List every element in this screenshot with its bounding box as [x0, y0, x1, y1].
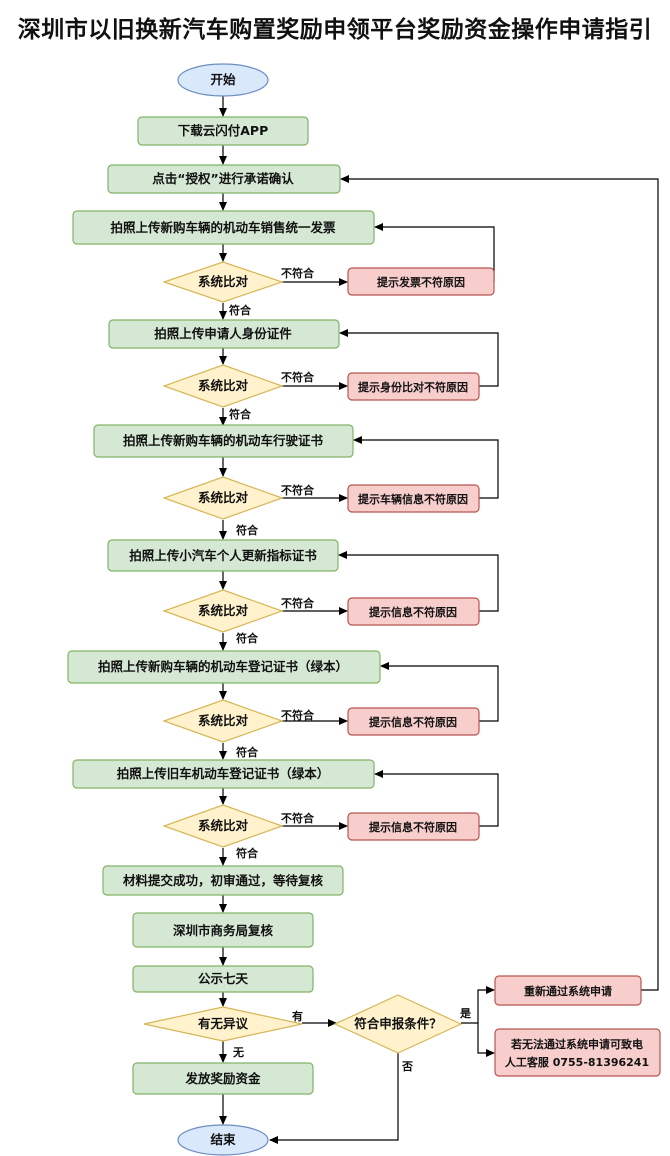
reason-id: 提示身份比对不符原因	[347, 372, 480, 401]
no-objection-label: 无	[232, 1046, 244, 1059]
publicity-label: 公示七天	[198, 971, 249, 986]
check-old-reg-label: 系统比对	[198, 818, 249, 833]
node-authorize: 点击“授权”进行承诺确认	[107, 164, 341, 194]
node-upload-invoice: 拍照上传新购车辆的机动车销售统一发票	[72, 210, 375, 245]
decision-objection: 有无异议	[143, 1006, 303, 1042]
reason-info-2-label: 提示信息不符原因	[369, 715, 457, 729]
node-payout: 发放奖励资金	[132, 1062, 314, 1095]
reason-vehicle-label: 提示车辆信息不符原因	[358, 492, 468, 506]
eligible-label: 符合申报条件？	[354, 1016, 442, 1031]
download-label: 下载云闪付APP	[178, 123, 269, 138]
commerce-review-label: 深圳市商务局复核	[173, 923, 274, 938]
check-quota: 系统比对	[162, 589, 284, 633]
fail-label-6: 不符合	[281, 811, 315, 825]
check-quota-label: 系统比对	[198, 603, 249, 618]
payout-label: 发放奖励资金	[184, 1071, 261, 1086]
upload-license-label: 拍照上传新购车辆的机动车行驶证书	[123, 433, 324, 448]
upload-invoice-label: 拍照上传新购车辆的机动车销售统一发票	[110, 220, 336, 235]
check-old-reg: 系统比对	[162, 804, 284, 848]
fail-label-4: 不符合	[281, 596, 315, 610]
service-label-line2: 人工客服 0755-81396241	[505, 1055, 649, 1069]
node-upload-new-reg: 拍照上传新购车辆的机动车登记证书（绿本）	[67, 650, 381, 684]
authorize-label: 点击“授权”进行承诺确认	[152, 171, 294, 186]
fail-label-3: 不符合	[281, 483, 315, 497]
check-invoice: 系统比对	[162, 261, 284, 303]
fail-label-1: 不符合	[281, 266, 315, 280]
service-label-line1: 若无法通过系统申请可致电	[511, 1037, 643, 1051]
check-id: 系统比对	[162, 364, 284, 408]
reason-vehicle: 提示车辆信息不符原因	[347, 484, 480, 513]
end-label: 结束	[210, 1132, 236, 1147]
reason-info-3: 提示信息不符原因	[347, 812, 480, 841]
node-commerce-review: 深圳市商务局复核	[132, 912, 314, 948]
pass-label-4: 符合	[236, 631, 259, 645]
pass-label-3: 符合	[236, 523, 259, 537]
page-title: 深圳市以旧换新汽车购置奖励申领平台奖励资金操作申请指引	[17, 17, 653, 43]
reason-info-1-label: 提示信息不符原因	[369, 605, 457, 619]
node-end: 结束	[177, 1124, 269, 1156]
reason-invoice-label: 提示发票不符原因	[377, 275, 465, 289]
node-upload-license: 拍照上传新购车辆的机动车行驶证书	[93, 424, 354, 458]
start-label: 开始	[210, 72, 236, 87]
decision-eligible: 符合申报条件？	[333, 994, 463, 1054]
check-new-reg: 系统比对	[162, 699, 284, 743]
reapply-label: 重新通过系统申请	[524, 984, 612, 998]
reason-info-2: 提示信息不符原因	[347, 707, 480, 736]
reason-invoice: 提示发票不符原因	[347, 267, 495, 296]
node-download: 下载云闪付APP	[137, 116, 309, 146]
pass-label-2: 符合	[229, 407, 252, 421]
fail-label-5: 不符合	[281, 708, 315, 722]
no-label: 否	[401, 1060, 413, 1073]
check-license-label: 系统比对	[198, 490, 249, 505]
node-upload-quota: 拍照上传小汽车个人更新指标证书	[107, 539, 339, 572]
fail-label-2: 不符合	[281, 370, 315, 384]
submitted-label: 材料提交成功，初审通过，等待复核	[122, 873, 324, 888]
has-objection-label: 有	[292, 1009, 303, 1023]
check-invoice-label: 系统比对	[198, 274, 249, 289]
reason-id-label: 提示身份比对不符原因	[358, 380, 468, 394]
edges	[219, 96, 659, 1144]
check-id-label: 系统比对	[198, 378, 249, 393]
yes-label: 是	[459, 1007, 472, 1020]
node-customer-service: 若无法通过系统申请可致电 人工客服 0755-81396241	[494, 1028, 661, 1077]
node-start: 开始	[177, 63, 269, 97]
upload-id-label: 拍照上传申请人身份证件	[154, 326, 292, 341]
pass-label-5: 符合	[236, 745, 259, 759]
node-upload-old-reg: 拍照上传旧车机动车登记证书（绿本）	[72, 759, 375, 789]
node-submitted: 材料提交成功，初审通过，等待复核	[102, 865, 344, 896]
pass-label-6: 符合	[236, 846, 259, 860]
edge-labels: 符合 符合 符合 符合 符合 符合 不符合 不符合 不符合 不符合 不符合 不符…	[229, 266, 472, 1073]
check-new-reg-label: 系统比对	[198, 713, 249, 728]
objection-label: 有无异议	[198, 1016, 249, 1031]
node-upload-id: 拍照上传申请人身份证件	[108, 319, 340, 349]
upload-new-reg-label: 拍照上传新购车辆的机动车登记证书（绿本）	[98, 659, 348, 674]
node-reapply: 重新通过系统申请	[494, 975, 642, 1006]
reason-info-1: 提示信息不符原因	[347, 597, 480, 626]
upload-quota-label: 拍照上传小汽车个人更新指标证书	[129, 548, 317, 563]
upload-old-reg-label: 拍照上传旧车机动车登记证书（绿本）	[117, 766, 330, 781]
reason-info-3-label: 提示信息不符原因	[369, 820, 457, 834]
check-license: 系统比对	[162, 476, 284, 520]
node-publicity: 公示七天	[132, 965, 314, 993]
pass-label-1: 符合	[229, 303, 252, 317]
